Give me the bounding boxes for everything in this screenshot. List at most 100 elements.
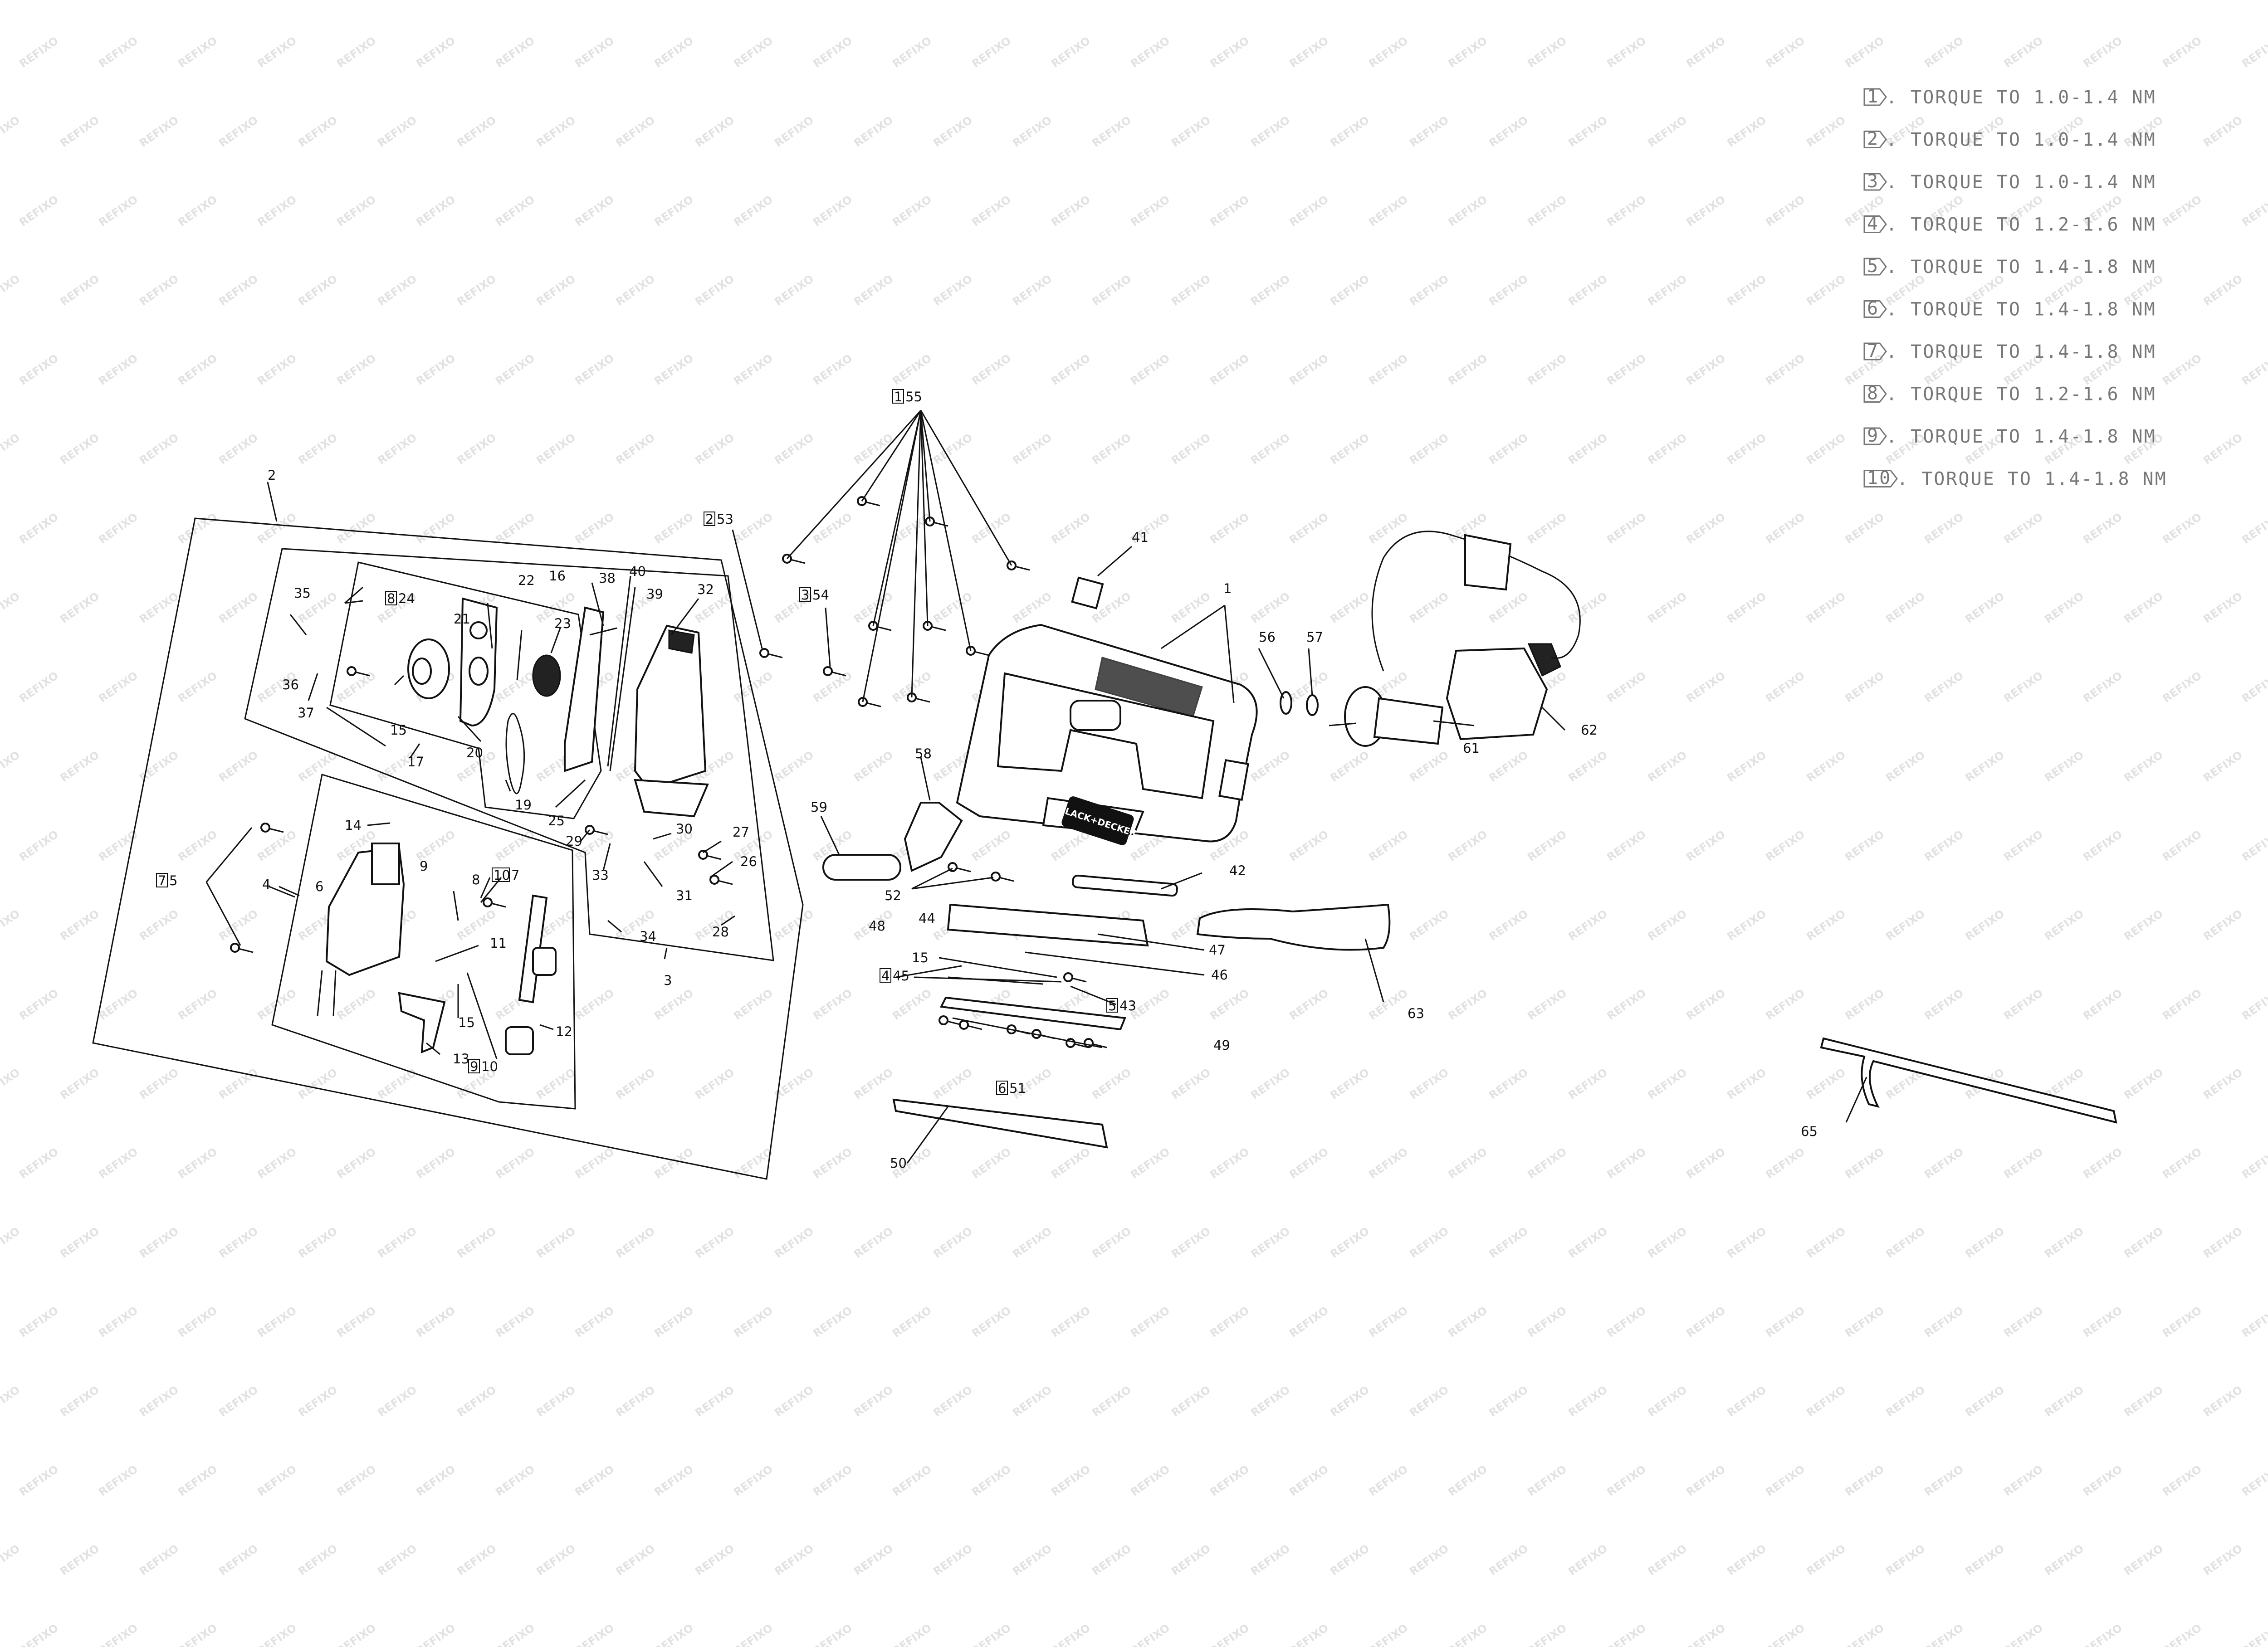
watermark-text: REFIXO: [176, 1304, 220, 1340]
callout-label: 55: [905, 389, 922, 404]
leader-line: [1433, 720, 1475, 726]
watermark-text: REFIXO: [1287, 193, 1331, 229]
watermark-text: REFIXO: [2201, 590, 2245, 626]
leader-line: [938, 957, 1057, 978]
watermark-text: REFIXO: [96, 193, 140, 229]
watermark-text: REFIXO: [96, 1463, 140, 1499]
watermark-text: REFIXO: [58, 1542, 102, 1578]
watermark-text: REFIXO: [693, 1066, 737, 1102]
watermark-text: REFIXO: [493, 1622, 537, 1647]
watermark-text: REFIXO: [1725, 1384, 1769, 1419]
torque-note-number: 9: [1867, 425, 1879, 446]
watermark-text: REFIXO: [58, 431, 102, 467]
watermark-text: REFIXO: [1566, 907, 1610, 943]
watermark-text: REFIXO: [1486, 114, 1530, 150]
watermark-text: REFIXO: [772, 114, 816, 150]
watermark-text: REFIXO: [1049, 1145, 1093, 1181]
watermark-text: REFIXO: [1684, 828, 1728, 864]
watermark-text: REFIXO: [890, 352, 934, 388]
screw: [230, 943, 254, 953]
callout-label: 16: [549, 568, 566, 584]
watermark-text: REFIXO: [17, 1622, 61, 1647]
leader-line: [920, 410, 1012, 566]
housing-part-1: [956, 624, 1258, 843]
watermark-text: REFIXO: [534, 431, 578, 467]
watermark-text: REFIXO: [1446, 1622, 1490, 1647]
leader-line: [550, 628, 561, 653]
watermark-text: REFIXO: [693, 114, 737, 150]
watermark-text: REFIXO: [2081, 1622, 2125, 1647]
watermark-text: REFIXO: [1287, 34, 1331, 70]
callout-label: 12: [556, 1024, 572, 1039]
watermark-text: REFIXO: [375, 1542, 419, 1578]
watermark-text: REFIXO: [58, 1066, 102, 1102]
watermark-text: REFIXO: [1843, 1304, 1887, 1340]
watermark-text: REFIXO: [17, 669, 61, 705]
watermark-text: REFIXO: [1248, 1066, 1292, 1102]
callout-label: 6: [315, 879, 323, 894]
torque-note-text: . TORQUE TO 1.2-1.6 NM: [1886, 214, 2156, 235]
watermark-text: REFIXO: [1407, 907, 1451, 943]
watermark-text: REFIXO: [296, 431, 340, 467]
watermark-text: REFIXO: [534, 273, 578, 308]
leader-line: [453, 891, 459, 921]
callout-label: 39: [646, 586, 663, 602]
watermark-text: REFIXO: [176, 352, 220, 388]
leader-line: [539, 1024, 554, 1030]
watermark-text: REFIXO: [1763, 987, 1807, 1023]
watermark-text: REFIXO: [176, 1145, 220, 1181]
torque-note-text: . TORQUE TO 1.4-1.8 NM: [1886, 341, 2156, 362]
callout-label: 59: [811, 799, 827, 815]
torque-note-number: 1: [1867, 86, 1879, 107]
leader-line: [709, 861, 733, 878]
watermark-text: REFIXO: [58, 590, 102, 626]
watermark-text: REFIXO: [969, 1622, 1013, 1647]
watermark-text: REFIXO: [1763, 1304, 1807, 1340]
watermark-text: REFIXO: [1604, 987, 1648, 1023]
watermark-text: REFIXO: [1922, 34, 1966, 70]
watermark-text: REFIXO: [1684, 511, 1728, 546]
torque-note-text: . TORQUE TO 1.0-1.4 NM: [1886, 130, 2156, 151]
watermark-text: REFIXO: [1407, 1384, 1451, 1419]
leader-line: [466, 972, 498, 1059]
watermark-text: REFIXO: [216, 431, 260, 467]
callout-label: 47: [1209, 942, 1226, 958]
watermark-text: REFIXO: [1366, 828, 1410, 864]
watermark-text: REFIXO: [2001, 828, 2045, 864]
watermark-text: REFIXO: [931, 273, 975, 308]
watermark-text: REFIXO: [1010, 431, 1054, 467]
watermark-text: REFIXO: [2160, 193, 2204, 229]
watermark-text: REFIXO: [455, 1384, 499, 1419]
watermark-text: REFIXO: [0, 1225, 22, 1261]
switch-part-6: [317, 843, 405, 1016]
watermark-text: REFIXO: [1525, 828, 1569, 864]
watermark-text: REFIXO: [1407, 1225, 1451, 1261]
callout-label: 35: [294, 585, 311, 601]
torque-flag-number: 9: [470, 1059, 478, 1074]
watermark-text: REFIXO: [1407, 114, 1451, 150]
watermark-text: REFIXO: [0, 907, 22, 943]
watermark-text: REFIXO: [969, 352, 1013, 388]
torque-notes: 1. TORQUE TO 1.0-1.4 NM2. TORQUE TO 1.0-…: [1863, 86, 2166, 490]
watermark-text: REFIXO: [2239, 1463, 2268, 1499]
watermark-text: REFIXO: [1128, 352, 1172, 388]
watermark-text: REFIXO: [2001, 511, 2045, 546]
watermark-text: REFIXO: [1169, 1066, 1213, 1102]
watermark-text: REFIXO: [0, 749, 22, 785]
torque-note: 6. TORQUE TO 1.4-1.8 NM: [1863, 298, 2156, 320]
watermark-text: REFIXO: [613, 114, 657, 150]
watermark-text: REFIXO: [1049, 1304, 1093, 1340]
watermark-text: REFIXO: [1525, 34, 1569, 70]
leader-line: [861, 410, 922, 502]
watermark-text: REFIXO: [1843, 511, 1887, 546]
leader-line: [914, 976, 1062, 983]
watermark-text: REFIXO: [1566, 273, 1610, 308]
torque-note-text: . TORQUE TO 1.4-1.8 NM: [1886, 299, 2156, 320]
watermark-text: REFIXO: [572, 1463, 616, 1499]
plunger-guide-part-16: [564, 606, 605, 772]
screw: [782, 554, 806, 564]
torque-note: 3. TORQUE TO 1.0-1.4 NM: [1863, 171, 2155, 193]
